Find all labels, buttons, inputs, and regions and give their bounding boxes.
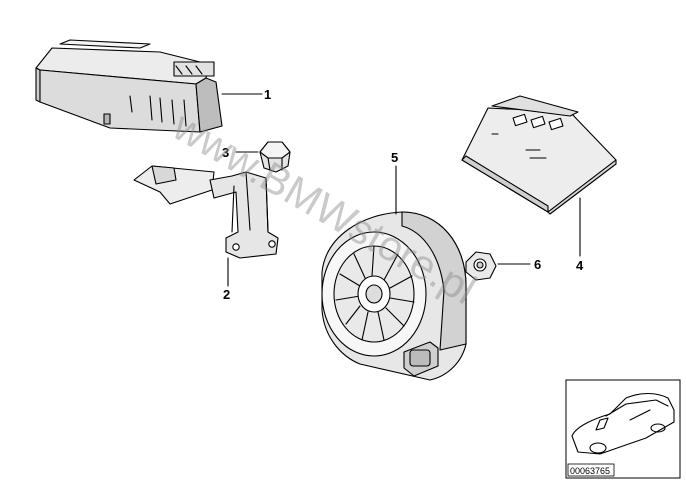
callout-2: 2 (223, 287, 230, 302)
callout-3: 3 (222, 145, 229, 160)
part-2-bracket[interactable] (133, 165, 279, 259)
callout-6: 6 (534, 257, 541, 272)
vehicle-thumbnail[interactable]: 00063765 (565, 379, 681, 479)
callout-1: 1 (264, 87, 271, 102)
part-4-cover[interactable] (461, 95, 617, 215)
part-5-siren[interactable] (321, 211, 467, 381)
thumbnail-reference: 00063765 (570, 466, 610, 476)
callout-5: 5 (391, 150, 398, 165)
part-1-control-unit[interactable] (35, 39, 223, 133)
part-6-flange-nut[interactable] (465, 251, 497, 281)
car-icon (571, 392, 675, 455)
callout-4: 4 (576, 258, 584, 273)
leader-lines (221, 93, 581, 287)
part-3-hex-nut[interactable] (259, 141, 291, 173)
